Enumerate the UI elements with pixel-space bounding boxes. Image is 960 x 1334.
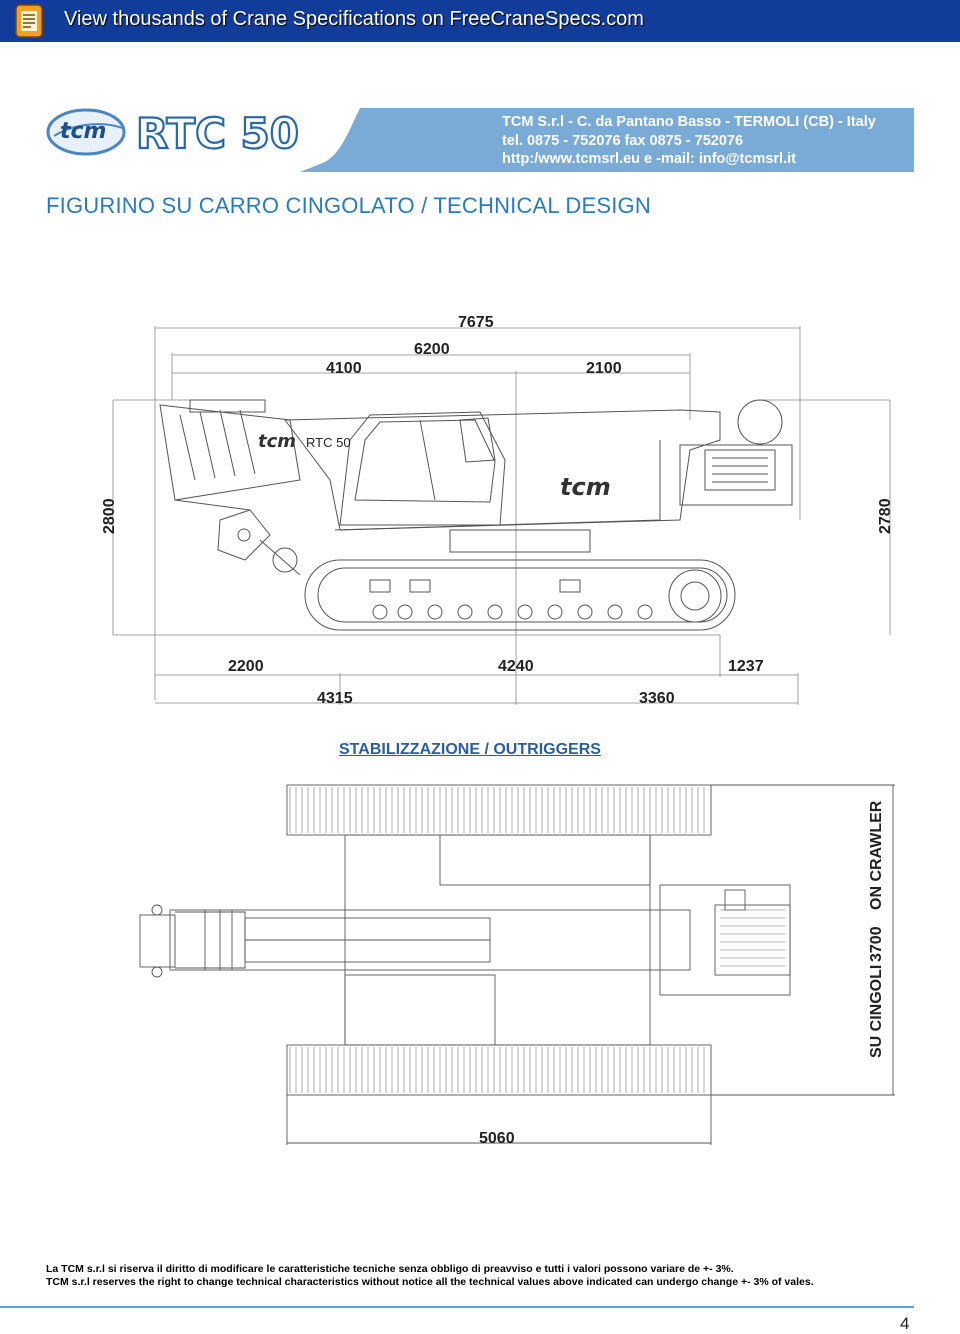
footer-rule [0, 1306, 914, 1308]
crawler-label-it: SU CINGOLI [868, 965, 885, 1058]
dim-middle-length: 6200 [414, 341, 450, 358]
outriggers-title: STABILIZZAZIONE / OUTRIGGERS [339, 741, 601, 758]
dim-bottom-c: 1237 [728, 658, 764, 675]
tcm-rtc50-logo: tcm RTC 50 [46, 108, 300, 159]
svg-text:tcm: tcm [60, 119, 106, 144]
svg-text:tcm: tcm [258, 431, 296, 452]
disclaimer-italian: La TCM s.r.l si riserva il diritto di mo… [46, 1263, 734, 1275]
contact-address: TCM S.r.l - C. da Pantano Basso - TERMOL… [502, 114, 876, 130]
dim-bottom-d: 4315 [317, 690, 353, 707]
contact-phone: tel. 0875 - 752076 fax 0875 - 752076 [502, 132, 744, 149]
dim-rear-length: 2100 [586, 360, 622, 377]
dim-outrigger-length: 5060 [479, 1130, 515, 1147]
dim-bottom-e: 3360 [639, 690, 675, 707]
banner-link-text[interactable]: View thousands of Crane Specifications o… [64, 8, 644, 30]
crawler-label-en: ON CRAWLER [868, 800, 885, 910]
dim-front-length: 4100 [326, 360, 362, 377]
cab-model-label: RTC 50 [306, 435, 351, 450]
page-number: 4 [900, 1314, 910, 1333]
header-band [300, 108, 914, 172]
crawler-width-value: 3700 [868, 926, 885, 962]
contact-block: TCM S.r.l - C. da Pantano Basso - TERMOL… [502, 113, 876, 169]
section-title: FIGURINO SU CARRO CINGOLATO / TECHNICAL … [46, 193, 651, 218]
dim-overall-length: 7675 [458, 314, 494, 331]
dim-height-front: 2800 [101, 498, 118, 534]
disclaimer-english: TCM s.r.l reserves the right to change t… [46, 1276, 814, 1288]
svg-text:RTC 50: RTC 50 [136, 109, 299, 158]
top-banner[interactable]: View thousands of Crane Specifications o… [0, 0, 960, 42]
document-icon [15, 4, 43, 38]
dim-bottom-b: 4240 [498, 658, 534, 675]
contact-web-email[interactable]: http:/www.tcmsrl.eu e -mail: info@tcmsrl… [502, 151, 796, 167]
dim-bottom-a: 2200 [228, 658, 264, 675]
footer-disclaimer: La TCM s.r.l si riserva il diritto di mo… [46, 1263, 814, 1289]
dim-height-rear: 2780 [877, 498, 894, 534]
svg-text:tcm: tcm [560, 473, 611, 501]
